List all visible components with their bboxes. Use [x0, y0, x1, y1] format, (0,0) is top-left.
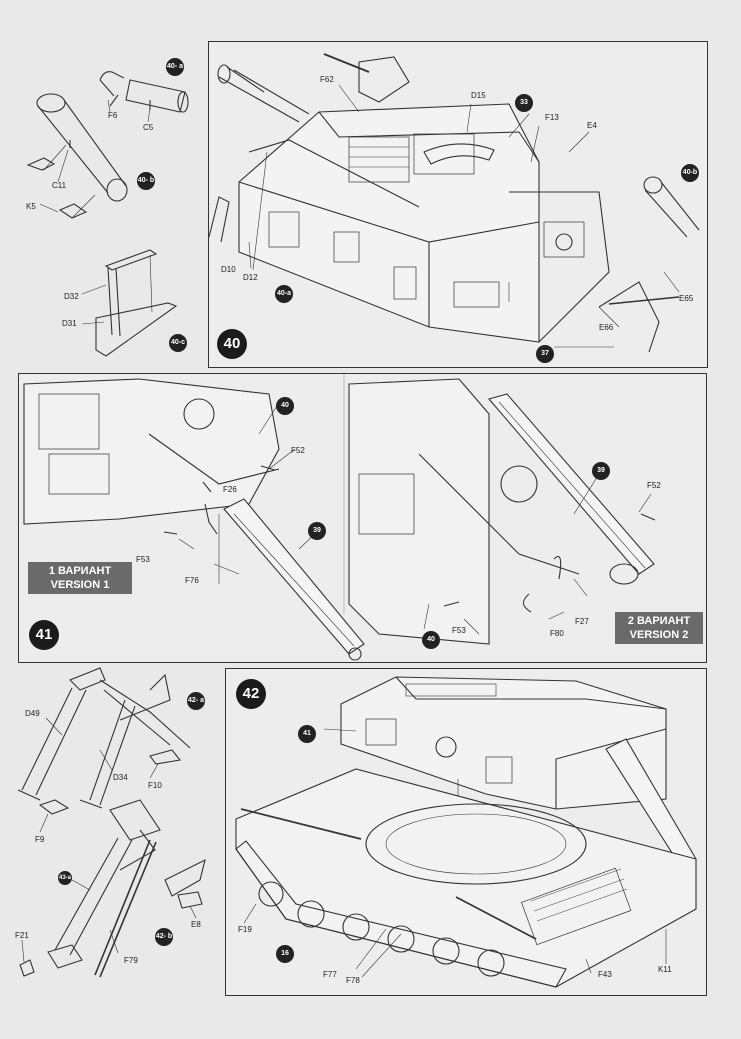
step40-panel: F62 D15 F13 E4 D10 D12 E65 E66 33 40-b 4…	[208, 41, 708, 368]
part-label-d34: D34	[113, 773, 128, 782]
part-label-e66: E66	[599, 323, 614, 332]
part-label-f53-v1: F53	[136, 555, 150, 564]
part-label-d32: D32	[64, 292, 79, 301]
subassembly-badge-40a-mid: 40-a	[275, 285, 293, 303]
part-label-f9: F9	[35, 835, 45, 844]
part-label-d31: D31	[62, 319, 77, 328]
part-label-f21: F21	[15, 931, 29, 940]
subassembly-badge-42b: 42- b	[155, 928, 173, 946]
step-ref-badge-40-v2: 40	[422, 631, 440, 649]
version1-label-ru: 1 ВАРИАНТ	[48, 565, 112, 577]
step-ref-badge-16: 16	[276, 945, 294, 963]
version2-label-en: VERSION 2	[629, 629, 689, 641]
subassembly-badge-40c: 40-c	[169, 334, 187, 352]
step41-panel: F52 F26 F53 F76 F52 F53 F27 F80 40 39 39…	[18, 373, 707, 663]
part-label-e8: E8	[191, 920, 201, 929]
step-ref-badge-33: 33	[515, 94, 533, 112]
step-number-42: 42	[236, 679, 266, 709]
subassembly-badge-40a: 40- a	[166, 58, 184, 76]
part-label-e4: E4	[587, 121, 597, 130]
part-label-f77: F77	[323, 970, 337, 979]
part-label-f78: F78	[346, 976, 360, 985]
part-label-f26: F26	[223, 485, 237, 494]
part-label-k5: K5	[26, 202, 36, 211]
part-label-f43: F43	[598, 970, 612, 979]
step-ref-badge-40-v1: 40	[276, 397, 294, 415]
part-label-d12: D12	[243, 273, 258, 282]
part-label-f19: F19	[238, 925, 252, 934]
version2-label: 2 ВАРИАНТ VERSION 2	[615, 612, 703, 644]
part-label-c5: C5	[143, 123, 154, 132]
subassembly-badge-43a: 43-a	[58, 871, 72, 885]
step-ref-badge-37: 37	[536, 345, 554, 363]
step-ref-badge-39-v1: 39	[308, 522, 326, 540]
version1-label: 1 ВАРИАНТ VERSION 1	[28, 562, 132, 594]
part-label-d15: D15	[471, 91, 486, 100]
step42-hull-drawing	[235, 676, 697, 988]
version1-label-en: VERSION 1	[50, 579, 110, 591]
part-label-e65: E65	[679, 294, 694, 303]
part-label-f62: F62	[320, 75, 334, 84]
step42-panel: F19 F77 F78 K11 F43 41 16 42	[225, 668, 707, 996]
part-label-f6: F6	[108, 111, 118, 120]
part-label-f52-v2: F52	[647, 481, 661, 490]
part-label-d49: D49	[25, 709, 40, 718]
step-number-40: 40	[217, 329, 247, 359]
part-label-f13: F13	[545, 113, 559, 122]
step-number-41: 41	[29, 620, 59, 650]
part-label-f10: F10	[148, 781, 162, 790]
version2-label-ru: 2 ВАРИАНТ	[627, 615, 691, 627]
part-label-f79: F79	[124, 956, 138, 965]
subassembly-badge-40b: 40- b	[137, 172, 155, 190]
part-label-c11: C11	[52, 181, 67, 190]
part-label-f76: F76	[185, 576, 199, 585]
step40-turret-drawing	[209, 53, 700, 353]
part-label-f53-v2: F53	[452, 626, 466, 635]
step-ref-badge-41: 41	[298, 725, 316, 743]
step-ref-badge-39-v2: 39	[592, 462, 610, 480]
part-label-f80: F80	[550, 629, 564, 638]
step41-drawing	[23, 374, 656, 661]
subassembly-badge-40b-right: 40-b	[681, 164, 699, 182]
part-label-d10: D10	[221, 265, 236, 274]
subassembly-badge-42a: 42- a	[187, 692, 205, 710]
part-label-f27: F27	[575, 617, 589, 626]
part-label-f52-v1: F52	[291, 446, 305, 455]
part-label-k11: K11	[658, 965, 672, 974]
